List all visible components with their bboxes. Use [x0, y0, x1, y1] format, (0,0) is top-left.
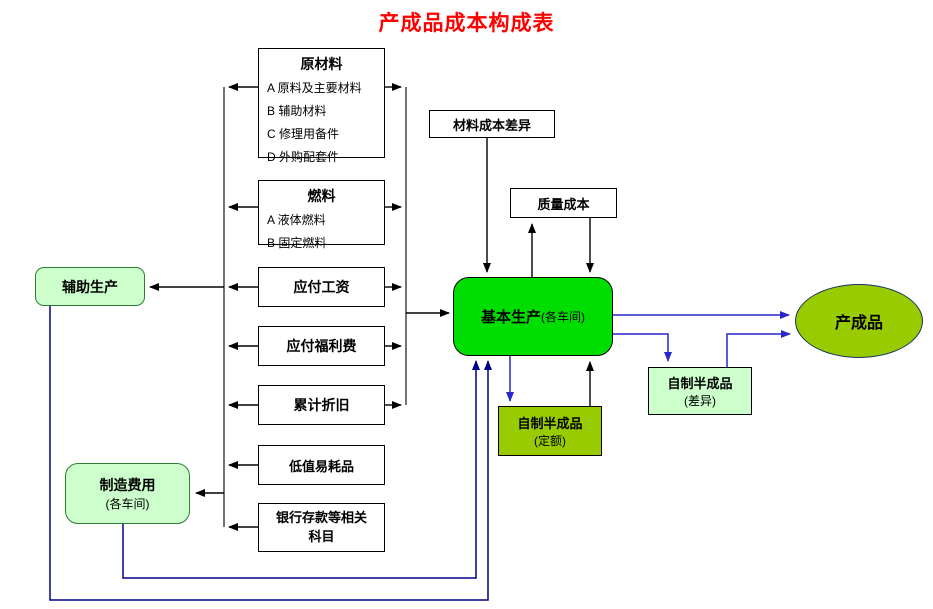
box-raw-materials: 原材料 A 原料及主要材料 B 辅助材料 C 修理用备件 D 外购配套件	[258, 48, 385, 164]
node-basic-production: 基本生产(各车间)	[453, 277, 613, 356]
node-finished-goods: 产成品	[795, 284, 923, 358]
overhead-sub: (各车间)	[105, 497, 150, 511]
semi-quota-label: 自制半成品	[517, 416, 583, 431]
edge-auxiliary-to-basic	[49, 306, 492, 601]
raw-materials-title: 原材料	[300, 56, 343, 72]
edge-semi-variance-to-finished	[726, 330, 791, 367]
box-welfare-payable: 应付福利费	[258, 326, 385, 366]
node-semi-finished-variance: 自制半成品 (差异)	[648, 367, 752, 415]
node-auxiliary-production: 辅助生产	[35, 267, 145, 306]
fuel-title: 燃料	[307, 188, 336, 204]
semi-variance-label: 自制半成品	[667, 376, 733, 391]
overhead-label: 制造费用	[99, 477, 156, 493]
box-material-cost-variance: 材料成本差异	[429, 110, 555, 138]
list-item: C 修理用备件	[267, 127, 340, 141]
list-item: D 外购配套件	[267, 150, 340, 164]
node-manufacturing-overhead: 制造费用 (各车间)	[65, 463, 190, 524]
finished-goods-label: 产成品	[834, 315, 883, 332]
box-fuel: 燃料 A 液体燃料 B 固定燃料	[258, 180, 385, 250]
raw-materials-list: A 原料及主要材料 B 辅助材料 C 修理用备件 D 外购配套件	[259, 77, 384, 169]
edge-overhead-to-basic	[122, 360, 480, 579]
basic-production-sub: (各车间)	[541, 310, 585, 324]
semi-quota-sub: (定额)	[534, 434, 566, 448]
box-wages-payable: 应付工资	[258, 267, 385, 307]
fuel-list: A 液体燃料 B 固定燃料	[259, 209, 384, 255]
edge-basic-to-semi-variance	[613, 333, 672, 362]
box-quality-cost: 质量成本	[510, 188, 617, 218]
basic-production-label: 基本生产	[480, 309, 541, 326]
diagram-title: 产成品成本构成表	[378, 10, 555, 35]
box-low-value-consumables: 低值易耗品	[258, 445, 385, 485]
semi-variance-sub: (差异)	[684, 394, 716, 408]
list-item: A 原料及主要材料	[267, 81, 362, 95]
node-semi-finished-quota: 自制半成品 (定额)	[498, 406, 602, 456]
list-item: B 辅助材料	[267, 104, 327, 118]
list-item: B 固定燃料	[267, 236, 327, 250]
list-item: A 液体燃料	[267, 213, 326, 227]
box-bank-deposits: 银行存款等相关科目	[258, 503, 385, 552]
box-accumulated-depreciation: 累计折旧	[258, 385, 385, 425]
